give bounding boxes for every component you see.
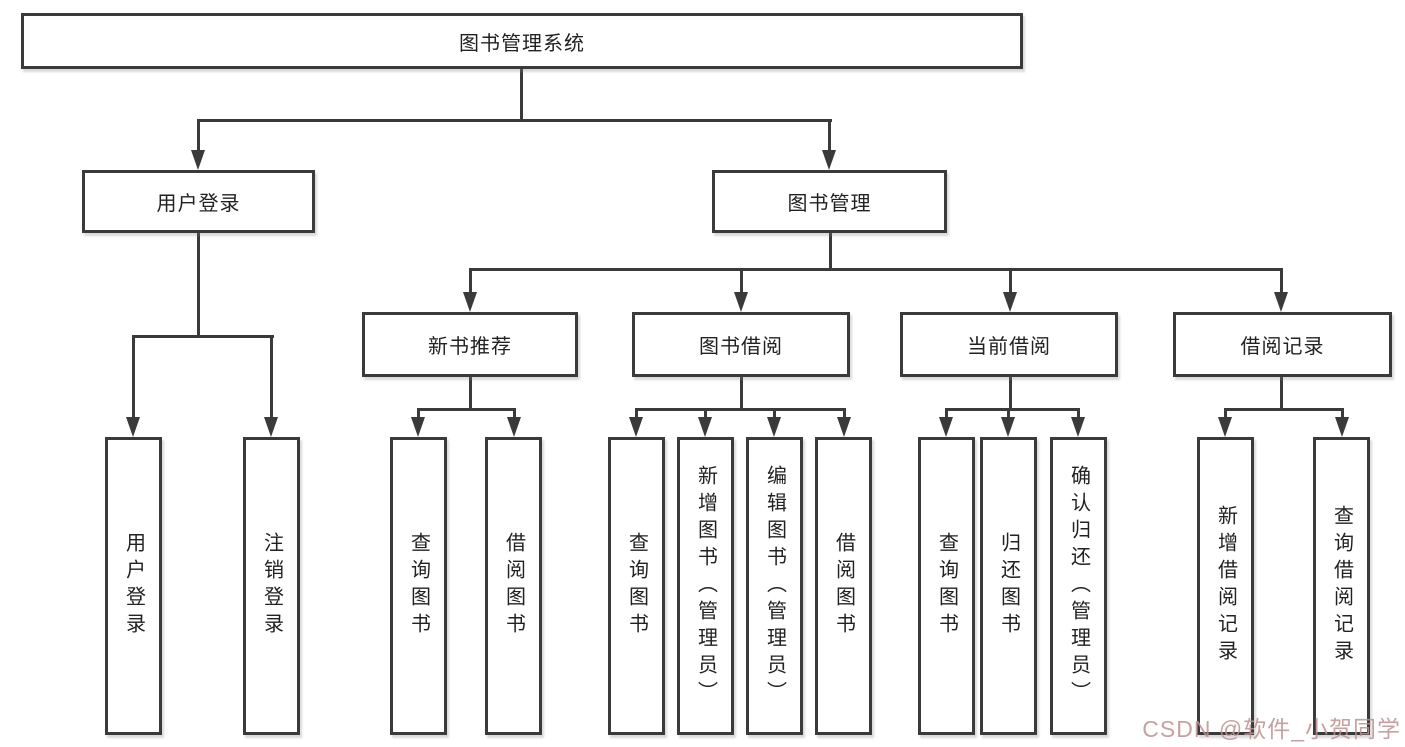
node-leaf-logout: 注销登录 (243, 437, 300, 735)
connector-rake-borrow-records (1223, 408, 1344, 411)
node-book-borrow: 图书借阅 (632, 312, 850, 377)
node-book-management: 图书管理 (712, 170, 947, 233)
arrow-down-icon (411, 417, 425, 437)
node-new-book-recommend: 新书推荐 (362, 312, 578, 377)
connector-drop-book-borrow-0 (634, 408, 638, 419)
arrow-down-icon (837, 417, 851, 437)
connector-trunk-book-management (828, 233, 832, 271)
connector-drop-book-management-1 (739, 268, 743, 294)
arrow-down-icon (1218, 417, 1232, 437)
connector-rake-current-borrow (944, 408, 1080, 411)
node-leaf-nb-borrow: 借阅图书 (485, 437, 542, 735)
node-leaf-cb-query: 查询图书 (918, 437, 975, 735)
node-leaf-br-query: 查询借阅记录 (1313, 437, 1370, 735)
node-user-login: 用户登录 (82, 170, 315, 233)
arrow-down-icon (191, 150, 205, 170)
connector-drop-root-1 (827, 119, 831, 152)
arrow-down-icon (1001, 417, 1015, 437)
node-leaf-bb-borrow: 借阅图书 (815, 437, 872, 735)
node-leaf-bb-edit: 编辑图书（管理员） (746, 437, 803, 735)
arrow-down-icon (629, 417, 643, 437)
connector-rake-root (196, 119, 832, 122)
connector-rake-book-borrow (634, 408, 846, 411)
connector-trunk-root (519, 69, 523, 122)
connector-trunk-book-borrow (739, 377, 743, 411)
connector-drop-current-borrow-2 (1076, 408, 1080, 419)
arrow-down-icon (463, 292, 477, 312)
arrow-down-icon (1071, 417, 1085, 437)
connector-drop-user-login-1 (269, 335, 273, 419)
node-leaf-nb-query: 查询图书 (390, 437, 447, 735)
node-leaf-cb-return: 归还图书 (980, 437, 1037, 735)
connector-trunk-current-borrow (1008, 377, 1012, 411)
node-root: 图书管理系统 (21, 13, 1023, 69)
connector-drop-borrow-records-0 (1223, 408, 1227, 419)
node-leaf-bb-add: 新增图书（管理员） (677, 437, 734, 735)
connector-drop-book-borrow-1 (703, 408, 707, 419)
node-leaf-br-add: 新增借阅记录 (1197, 437, 1254, 735)
arrow-down-icon (1335, 417, 1349, 437)
csdn-watermark: CSDN @软件_小贺同学 (1142, 716, 1401, 742)
connector-drop-book-borrow-3 (842, 408, 846, 419)
connector-drop-current-borrow-1 (1006, 408, 1010, 419)
connector-drop-current-borrow-0 (944, 408, 948, 419)
arrow-down-icon (698, 417, 712, 437)
connector-drop-new-book-recommend-1 (512, 408, 516, 419)
connector-drop-book-management-0 (468, 268, 472, 294)
arrow-down-icon (767, 417, 781, 437)
connector-rake-new-book-recommend (416, 408, 516, 411)
connector-drop-user-login-0 (131, 335, 135, 419)
node-leaf-user-login: 用户登录 (105, 437, 162, 735)
connector-drop-borrow-records-1 (1340, 408, 1344, 419)
node-leaf-cb-confirm: 确认归还（管理员） (1050, 437, 1107, 735)
connector-rake-user-login (131, 335, 274, 338)
arrow-down-icon (1003, 292, 1017, 312)
arrow-down-icon (507, 417, 521, 437)
node-current-borrow: 当前借阅 (900, 312, 1118, 377)
arrow-down-icon (1274, 292, 1288, 312)
connector-rake-book-management (468, 268, 1283, 271)
arrow-down-icon (822, 150, 836, 170)
connector-drop-book-borrow-2 (772, 408, 776, 419)
connector-trunk-borrow-records (1279, 377, 1283, 411)
connector-drop-book-management-2 (1008, 268, 1012, 294)
arrow-down-icon (264, 417, 278, 437)
connector-drop-new-book-recommend-0 (416, 408, 420, 419)
node-leaf-bb-query: 查询图书 (608, 437, 665, 735)
connector-trunk-user-login (196, 233, 200, 338)
arrow-down-icon (126, 417, 140, 437)
arrow-down-icon (939, 417, 953, 437)
arrow-down-icon (734, 292, 748, 312)
connector-drop-book-management-3 (1279, 268, 1283, 294)
node-borrow-records: 借阅记录 (1173, 312, 1392, 377)
connector-drop-root-0 (196, 119, 200, 152)
connector-trunk-new-book-recommend (468, 377, 472, 411)
